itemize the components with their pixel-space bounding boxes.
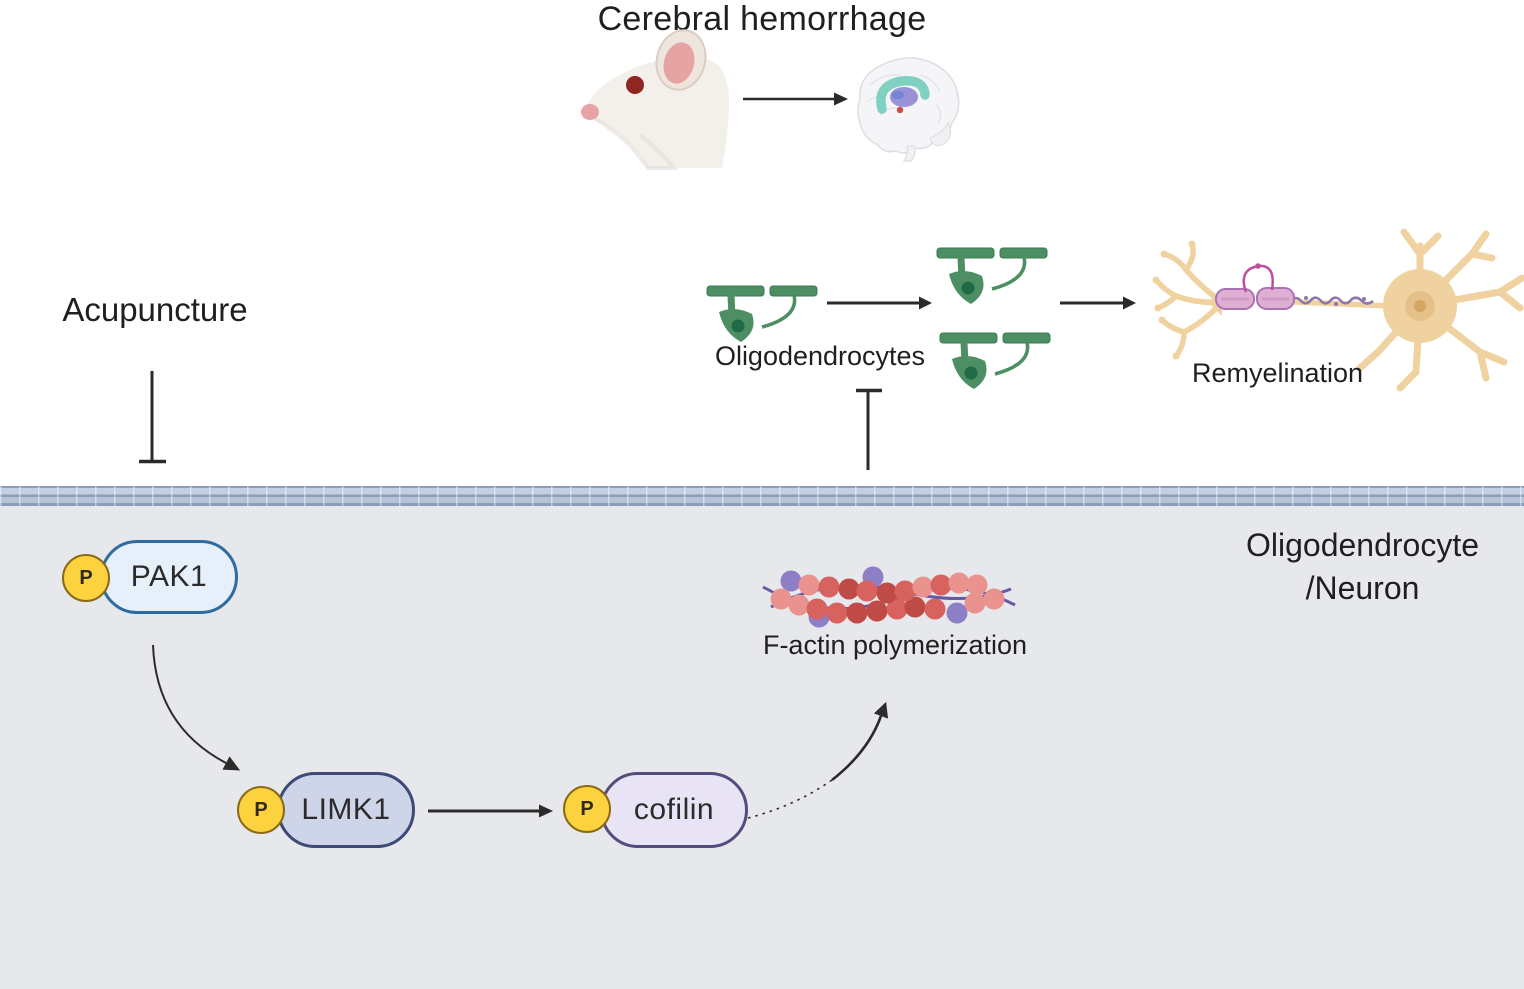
brain-icon xyxy=(857,57,960,162)
compartment-label-line2: /Neuron xyxy=(1305,570,1420,606)
oligodendrocytes-label: Oligodendrocytes xyxy=(714,341,926,371)
acupuncture-inhibition-tbar xyxy=(139,371,166,464)
phospho-badge: P xyxy=(237,786,285,834)
mouse-to-brain-arrow xyxy=(743,92,848,106)
oligodendrocyte-icon xyxy=(936,247,1048,304)
phospho-badge: P xyxy=(563,785,611,833)
cofilin-label: cofilin xyxy=(633,793,715,826)
compartment-label: Oligodendrocyte /Neuron xyxy=(1215,524,1510,610)
limk1-label: LIMK1 xyxy=(301,793,391,826)
neuron-icon xyxy=(1152,228,1524,392)
oligo-to-neuron-arrow xyxy=(1060,296,1136,310)
factin-icon xyxy=(762,566,1016,628)
remyelination-label: Remyelination xyxy=(1191,358,1364,388)
pak1-label: PAK1 xyxy=(130,560,208,593)
phospho-badge: P xyxy=(62,554,110,602)
cell-interior xyxy=(0,506,1524,989)
cofilin-node: cofilin xyxy=(600,772,748,848)
cell-membrane xyxy=(0,486,1524,506)
oligodendrocyte-icon xyxy=(706,285,818,342)
compartment-label-line1: Oligodendrocyte xyxy=(1245,527,1480,563)
pak1-node: PAK1 xyxy=(100,540,238,614)
figure-title: Cerebral hemorrhage xyxy=(597,0,927,38)
oligo-inhibition-tbar xyxy=(856,388,882,470)
mouse-icon xyxy=(581,29,730,170)
limk1-node: LIMK1 xyxy=(277,772,415,848)
factin-label: F-actin polymerization xyxy=(762,630,1028,660)
oligo-proliferation-arrow xyxy=(827,296,932,310)
oligodendrocyte-icon xyxy=(939,332,1051,389)
acupuncture-label: Acupuncture xyxy=(62,291,248,328)
